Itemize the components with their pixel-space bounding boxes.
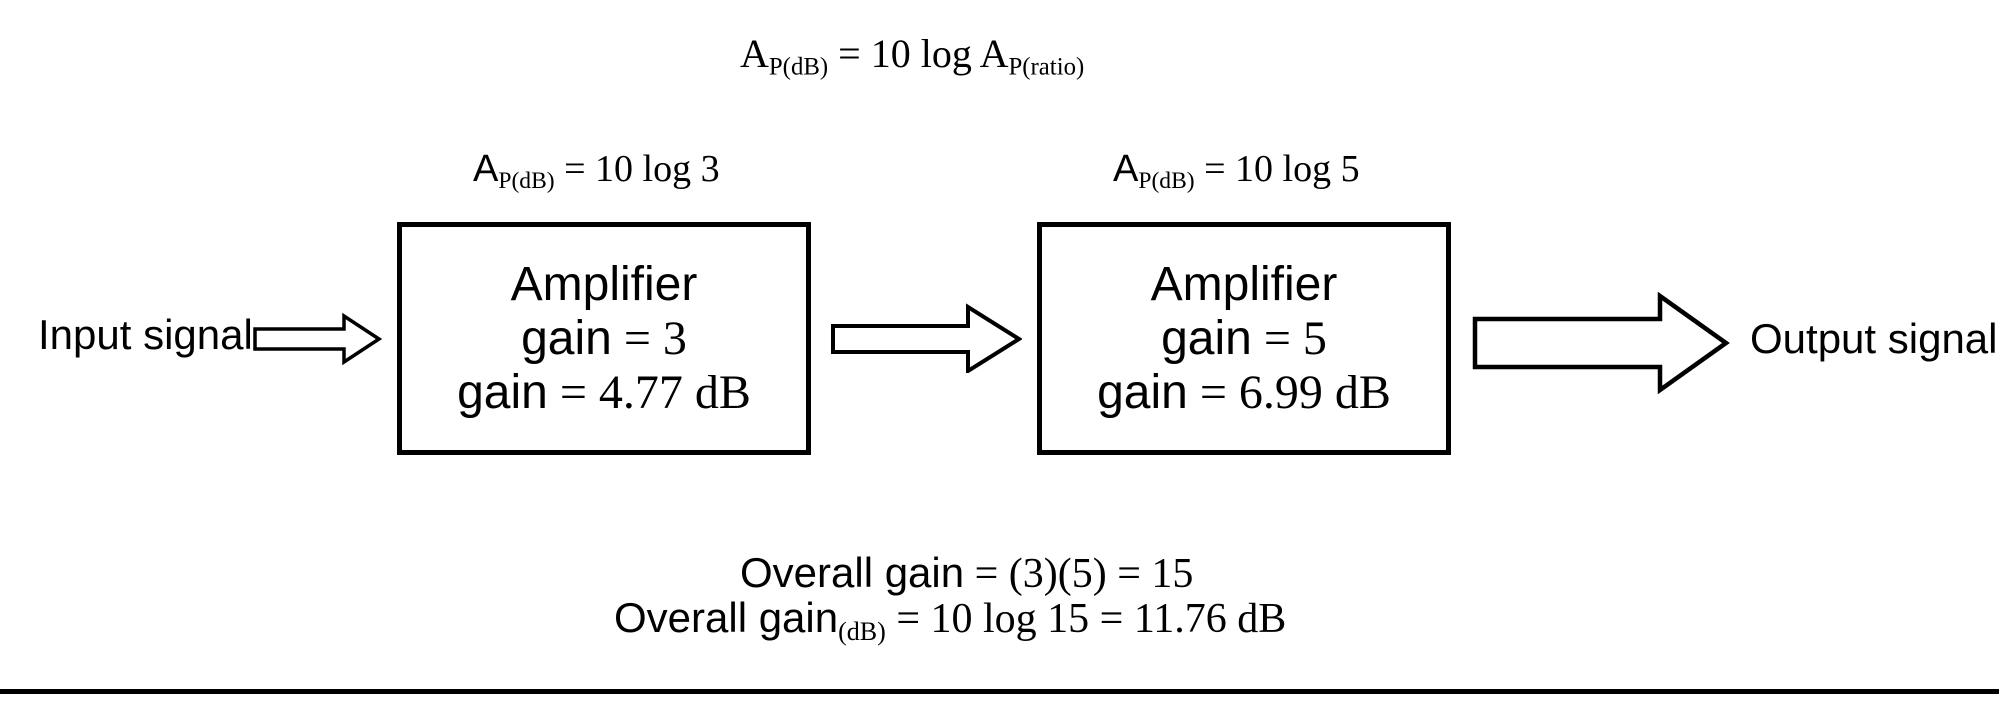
amplifier2-title: Amplifier — [1150, 257, 1338, 311]
output-arrow-icon — [1472, 292, 1730, 394]
formula-subscript: P(dB) — [768, 53, 829, 81]
amplifier2-gain-db: gain = 6.99 dB — [1097, 366, 1391, 420]
gain-label: gain — [1097, 365, 1188, 419]
amplifier2-block: Amplifier gain = 5 gain = 6.99 dB — [1037, 222, 1451, 455]
formula-body: = 10 log — [828, 31, 980, 76]
gain-db-value: = 6.99 dB — [1187, 365, 1391, 419]
formula-variable: A — [1113, 148, 1139, 190]
gain-value: = 3 — [611, 311, 687, 365]
overall-gain-value: = (3)(5) = 15 — [964, 551, 1194, 597]
amplifier1-gain-db: gain = 4.77 dB — [457, 366, 751, 420]
gain-db-value: = 4.77 dB — [547, 365, 751, 419]
formula-variable: A — [473, 148, 499, 190]
overall-gain-db-equation: Overall gain(dB) = 10 log 15 = 11.76 dB — [614, 594, 1287, 646]
gain-label: gain — [521, 311, 612, 365]
amplifier2-gain-ratio: gain = 5 — [1161, 312, 1327, 366]
formula-body: = 10 log 3 — [554, 148, 720, 190]
amplifier1-gain-ratio: gain = 3 — [521, 312, 687, 366]
gain-value: = 5 — [1251, 311, 1327, 365]
bottom-divider-rule — [0, 689, 1999, 694]
overall-gain-label: Overall gain — [740, 549, 965, 596]
input-arrow-icon — [253, 313, 382, 365]
formula-variable: A — [740, 31, 769, 76]
overall-gain-label: Overall gain — [614, 594, 839, 641]
interstage-arrow-icon — [831, 303, 1022, 373]
formula-subscript: P(ratio) — [1008, 53, 1085, 81]
output-signal-label: Output signal — [1750, 315, 1998, 362]
overall-gain-db-value: = 10 log 15 = 11.76 dB — [885, 596, 1287, 642]
amplifier1-gain-formula: AP(dB) = 10 log 3 — [473, 147, 720, 195]
amplifier1-title: Amplifier — [510, 257, 698, 311]
amplifier2-gain-formula: AP(dB) = 10 log 5 — [1113, 147, 1360, 195]
formula-subscript: P(dB) — [1138, 168, 1195, 195]
amplifier1-block: Amplifier gain = 3 gain = 4.77 dB — [397, 222, 811, 455]
formula-body: = 10 log 5 — [1194, 148, 1360, 190]
gain-label: gain — [1161, 311, 1252, 365]
gain-label: gain — [457, 365, 548, 419]
input-signal-label: Input signal — [38, 311, 253, 358]
db-subscript: (dB) — [838, 616, 886, 646]
formula-variable: A — [979, 31, 1009, 76]
formula-subscript: P(dB) — [498, 168, 555, 195]
overall-gain-equation: Overall gain = (3)(5) = 15 — [740, 549, 1193, 598]
power-gain-db-formula: AP(dB) = 10 log AP(ratio) — [740, 30, 1085, 81]
